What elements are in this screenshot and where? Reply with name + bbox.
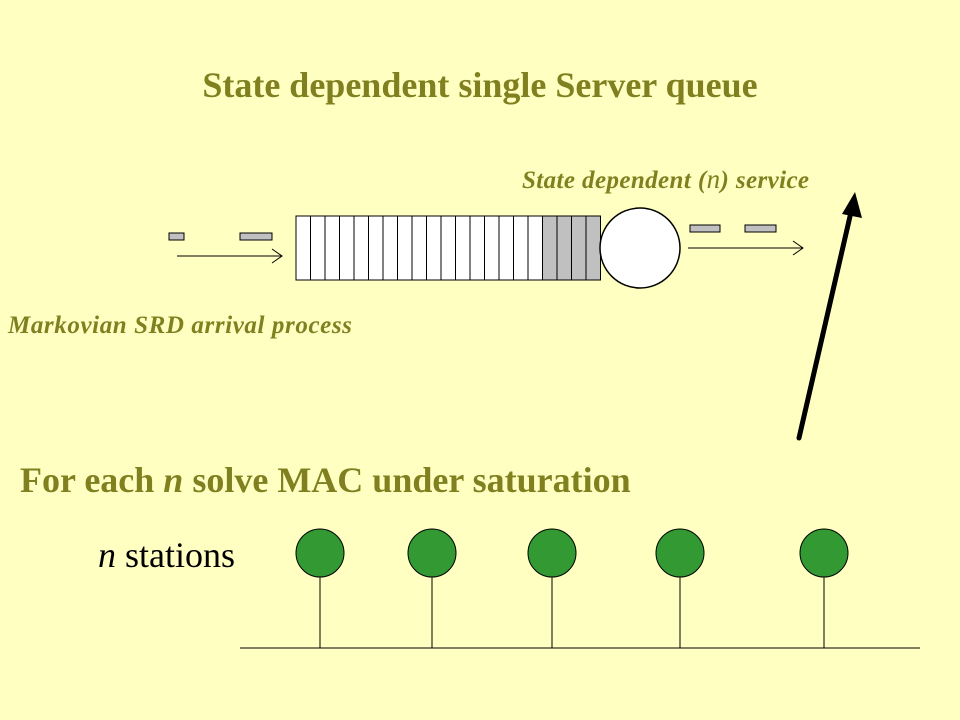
queue-slot-empty — [469, 215, 485, 281]
station-1 — [295, 528, 345, 648]
queue-slot-occupied — [571, 215, 587, 281]
queue-slot-empty — [324, 215, 340, 281]
arrival-packet-1 — [168, 232, 185, 241]
stations — [295, 528, 849, 648]
station-node — [295, 528, 345, 578]
queue-slot-empty — [382, 215, 398, 281]
mac-saturation-label: For each n solve MAC under saturation — [20, 459, 631, 501]
queue-slot-empty — [310, 215, 326, 281]
queue-slot-empty — [368, 215, 384, 281]
feedback-arrow — [796, 192, 862, 441]
queue-slot-occupied — [542, 215, 558, 281]
station-node — [407, 528, 457, 578]
queue-slot-empty — [339, 215, 355, 281]
queue-slot-empty — [411, 215, 427, 281]
state-dependent-service-label: State dependent (n) service — [522, 164, 809, 195]
station-3 — [527, 528, 577, 648]
queue-slot-empty — [513, 215, 529, 281]
queue-slot-empty — [353, 215, 369, 281]
station-node — [799, 528, 849, 578]
arrival-arrow — [177, 248, 283, 264]
departure-arrow — [688, 240, 804, 256]
departure-packet-1 — [689, 224, 721, 233]
queue-slot-empty — [498, 215, 514, 281]
server-circle — [599, 207, 681, 289]
queue-slot-empty — [455, 215, 471, 281]
station-node — [655, 528, 705, 578]
stations-label: n stations — [98, 534, 235, 576]
departure-packet-2 — [744, 224, 777, 233]
queue-slot-occupied — [556, 215, 572, 281]
station-5 — [799, 528, 849, 648]
queue-slot-empty — [397, 215, 413, 281]
mac-label-suffix: solve MAC under saturation — [183, 460, 631, 500]
queue-slot-empty — [440, 215, 456, 281]
station-2 — [407, 528, 457, 648]
mac-label-prefix: For each — [20, 460, 164, 500]
service-label-variable: n — [706, 164, 721, 194]
mac-label-variable: n — [163, 460, 184, 500]
queue-slot-occupied — [585, 215, 601, 281]
service-label-prefix: State dependent ( — [522, 167, 707, 194]
arrival-process-label: Markovian SRD arrival process — [8, 312, 353, 339]
queue-slot-empty — [484, 215, 500, 281]
station-4 — [655, 528, 705, 648]
queue-slot-empty — [426, 215, 442, 281]
queue-slot-empty — [527, 215, 543, 281]
station-node — [527, 528, 577, 578]
arrival-packet-2 — [239, 232, 273, 241]
queue-slot-empty — [295, 215, 311, 281]
stations-label-suffix: stations — [116, 535, 236, 575]
stations-label-variable: n — [98, 535, 116, 575]
slide-title: State dependent single Server queue — [202, 65, 758, 105]
queue-buffer — [295, 215, 601, 281]
service-label-suffix: ) service — [720, 167, 810, 194]
